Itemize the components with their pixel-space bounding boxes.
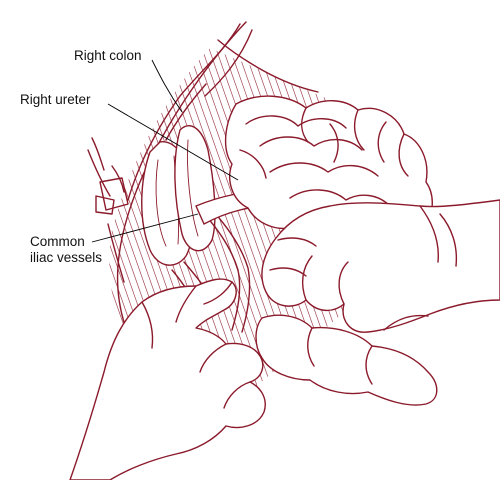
right-colon	[141, 125, 216, 266]
label-common-iliac-line1: Common	[30, 234, 85, 249]
leader-common-iliac	[91, 213, 199, 243]
label-common-iliac-vessels: Common iliac vessels	[30, 234, 102, 266]
surgeon-hand	[69, 278, 266, 480]
hatch-line	[0, 40, 17, 440]
assistant-hand	[261, 199, 500, 333]
hatch-line	[0, 40, 10, 440]
label-right-colon: Right colon	[74, 48, 142, 63]
assistant-fingers-lower	[255, 314, 438, 406]
right-ureter	[205, 211, 251, 333]
label-leaders	[91, 59, 239, 243]
hatch-line	[0, 40, 3, 440]
label-right-ureter: Right ureter	[20, 92, 91, 107]
leader-right-ureter	[107, 103, 239, 181]
leader-right-colon	[151, 59, 183, 113]
label-common-iliac-line2: iliac vessels	[30, 250, 103, 265]
hatch-line	[149, 48, 291, 426]
left-wound-retractor	[87, 137, 129, 283]
